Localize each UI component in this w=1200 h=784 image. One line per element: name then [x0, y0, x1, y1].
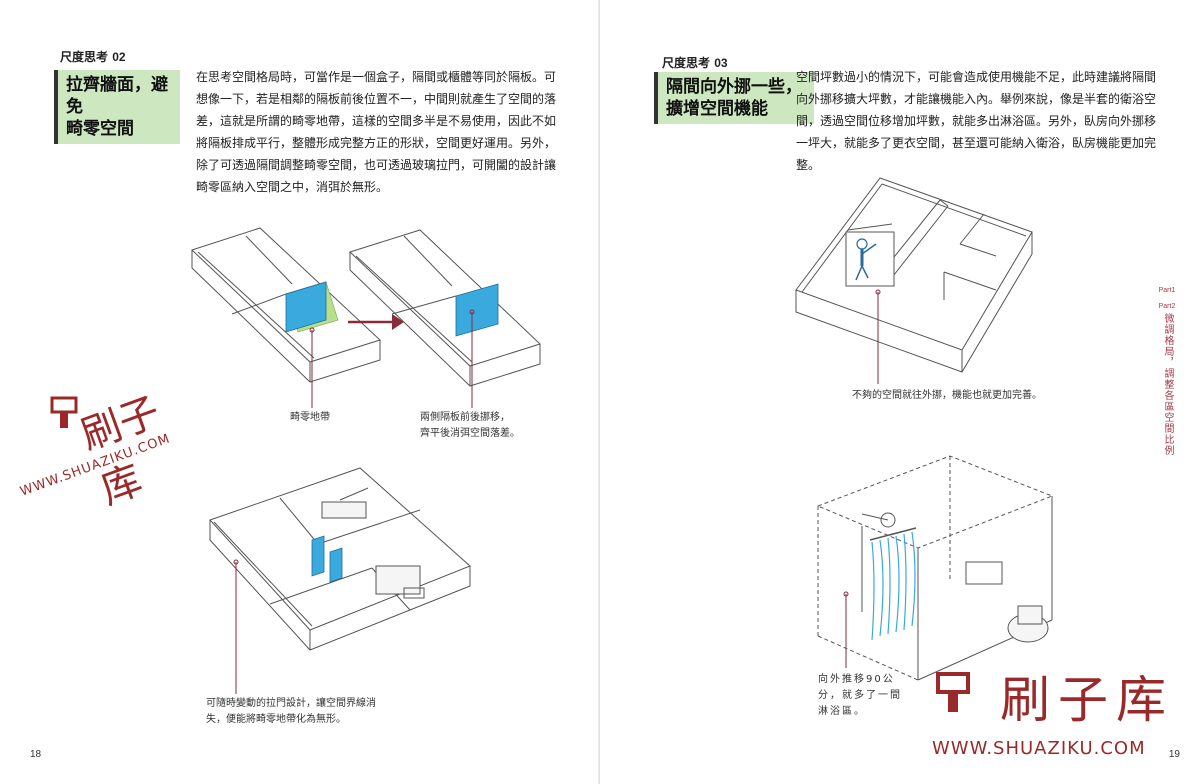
- section-label: 尺度思考 02: [60, 48, 126, 65]
- body-line: 將隔板排成平行，整體形成完整方正的形狀，空間更好運用。另外，: [196, 136, 557, 150]
- headline-line: 擴增空間機能: [666, 99, 768, 119]
- body-line: 向外挪移擴大坪數，才能讓機能入內。舉例來說，像是半套的衛浴空: [796, 92, 1157, 106]
- section-label-text: 尺度思考: [662, 56, 711, 70]
- section-number: 02: [112, 50, 126, 64]
- blue-sliding-door: [311, 535, 325, 577]
- caption-line: 齊平後消弭空間落差。: [420, 428, 520, 439]
- brush-icon: [50, 396, 78, 428]
- caption-line: 分，就多了一間: [818, 690, 902, 701]
- body-line: 空間坪數過小的情況下，可能會造成使用機能不足，此時建議將隔間: [796, 70, 1157, 84]
- caption-expand-space: 不夠的空間就往外挪，機能也就更加完善。: [852, 390, 1042, 401]
- blue-sliding-door: [329, 547, 343, 583]
- watermark-logo: 刷子库 WWW.SHUAZIKU.COM: [932, 660, 1192, 770]
- headline-line: 拉齊牆面，避免: [66, 75, 168, 117]
- headline: 拉齊牆面，避免 畸零空間: [54, 70, 180, 144]
- body-line: 想像一下，若是相鄰的隔板前後位置不一，中間則就產生了空間的落: [196, 92, 557, 106]
- partition-diagram: [191, 227, 541, 694]
- shower-curtain: [869, 527, 917, 641]
- page-number: 19: [1168, 749, 1180, 760]
- caption-line: 向外推移90公: [818, 674, 895, 685]
- body-line: 間，透過空間位移增加坪數，就能多出淋浴區。另外，臥房向外挪移: [796, 114, 1157, 128]
- caption-align-partitions: 兩側隔板前後挪移， 齊平後消弭空間落差。: [420, 410, 520, 442]
- bedroom-diagram: [795, 177, 1054, 681]
- body-paragraph: 在思考空間格局時，可當作是一個盒子，隔間或櫃體等同於隔板。可 想像一下，若是相鄰…: [196, 66, 556, 198]
- section-label-text: 尺度思考: [60, 50, 109, 64]
- body-line: 整。: [796, 158, 821, 172]
- left-page: 尺度思考 02 拉齊牆面，避免 畸零空間 在思考空間格局時，可當作是一個盒子，隔…: [18, 48, 557, 760]
- blue-partition-panel: [455, 283, 499, 337]
- page-number: 18: [30, 749, 42, 760]
- headline: 隔間向外挪一些， 擴增空間機能: [654, 72, 814, 124]
- watermark-brand: 刷子库: [1000, 671, 1174, 729]
- caption-sliding-door: 可隨時變動的拉門設計，讓空間界線消 失，便能將畸零地帶化為無形。: [206, 696, 376, 728]
- caption-zero-zone: 畸零地帶: [290, 412, 330, 423]
- caption-shower-area: 向外推移90公 分，就多了一間 淋浴區。: [818, 672, 902, 720]
- side-tab-part1: Part1: [1158, 287, 1176, 294]
- blue-partition-panel: [285, 281, 327, 333]
- caption-line: 失，便能將畸零地帶化為無形。: [206, 714, 346, 725]
- brush-icon: [936, 672, 970, 712]
- watermark-logo: 刷子库 WWW.SHUAZIKU.COM: [18, 384, 200, 514]
- body-paragraph: 空間坪數過小的情況下，可能會造成使用機能不足，此時建議將隔間 向外挪移擴大坪數，…: [796, 66, 1156, 176]
- body-line: 在思考空間格局時，可當作是一個盒子，隔間或櫃體等同於隔板。可: [196, 70, 557, 84]
- side-tab-text: 微調格局，調整各區空間比例: [1162, 313, 1173, 456]
- right-page: 尺度思考 03 隔間向外挪一些， 擴增空間機能 空間坪數過小的情況下，可能會造成…: [600, 0, 1200, 784]
- caption-line: 淋浴區。: [818, 706, 866, 717]
- body-line: 差，這就是所謂的畸零地帶，這樣的空間多半是不易使用，因此不如: [196, 114, 557, 128]
- body-line: 一坪大，就能多了更衣空間，甚至還可能納入衛浴，臥房機能更加完: [796, 136, 1157, 150]
- watermark-url: WWW.SHUAZIKU.COM: [932, 738, 1146, 759]
- caption-line: 可隨時變動的拉門設計，讓空間界線消: [206, 698, 376, 709]
- headline-line: 畸零空間: [66, 119, 134, 139]
- arrow-right-icon: [348, 314, 404, 330]
- caption-line: 兩側隔板前後挪移，: [420, 412, 510, 423]
- headline-line: 隔間向外挪一些，: [666, 77, 802, 97]
- section-number: 03: [714, 56, 728, 70]
- side-tab-part2: Part2: [1158, 303, 1176, 310]
- section-side-tab: Part1 Part2 微調格局，調整各區空間比例: [1158, 285, 1176, 460]
- body-line: 除了可透過隔間調整畸零空間，也可透過玻璃拉門，可開闔的設計讓: [196, 158, 557, 172]
- body-line: 畸零區納入空間之中，消弭於無形。: [196, 180, 389, 194]
- person-icon: [845, 231, 895, 287]
- section-label: 尺度思考 03: [662, 54, 728, 71]
